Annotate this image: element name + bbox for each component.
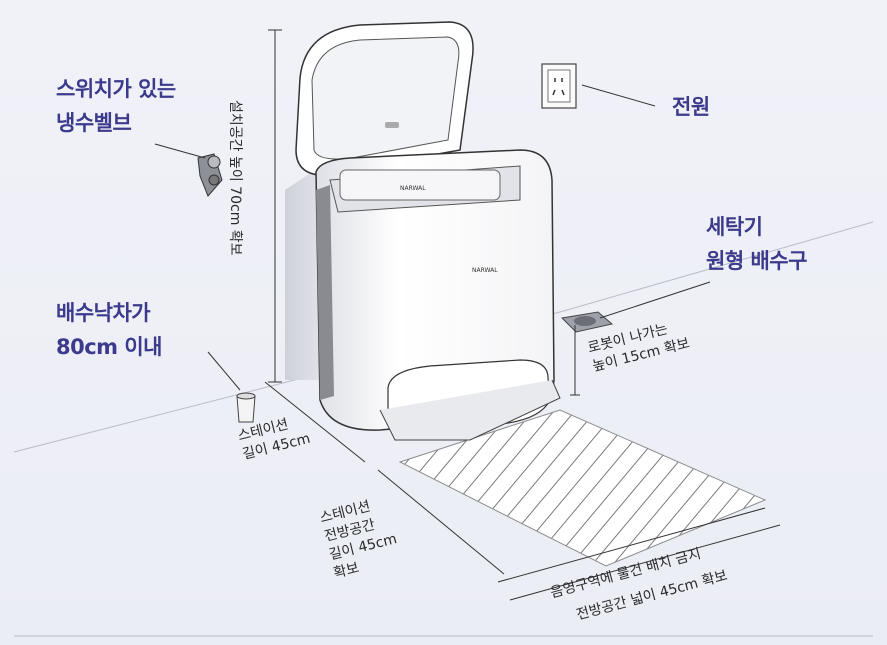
washer-drain-label-line2: 원형 배수구 <box>706 249 807 273</box>
drain-drop-label-line2: 80cm 이내 <box>56 335 163 359</box>
valve-icon <box>197 153 223 197</box>
height-clearance-text: 설치공간 높이 70cm 확보 <box>227 100 243 256</box>
washer-drain-label-line1: 세탁기 <box>706 215 763 239</box>
leader-lines <box>154 84 711 391</box>
body-logo: NARWAL <box>472 267 498 274</box>
valve-label-line2: 냉수벨브 <box>56 111 132 135</box>
no-object-zone <box>398 409 767 567</box>
dimension-lines <box>264 29 781 601</box>
drain-cup-icon <box>236 392 256 423</box>
valve-label-line1: 스위치가 있는 <box>56 77 176 101</box>
valve-label: 스위치가 있는 냉수벨브 <box>56 72 176 140</box>
base-station: NARWAL NARWAL <box>295 21 561 441</box>
drain-drop-label: 배수낙차가 80cm 이내 <box>56 296 163 364</box>
washer-drain <box>560 311 614 333</box>
power-socket-icon <box>541 63 577 109</box>
washer-drain-label: 세탁기 원형 배수구 <box>706 210 807 278</box>
lid-logo: NARWAL <box>400 185 426 192</box>
drain-drop-label-line1: 배수낙차가 <box>56 301 151 325</box>
power-label: 전원 <box>672 95 710 119</box>
